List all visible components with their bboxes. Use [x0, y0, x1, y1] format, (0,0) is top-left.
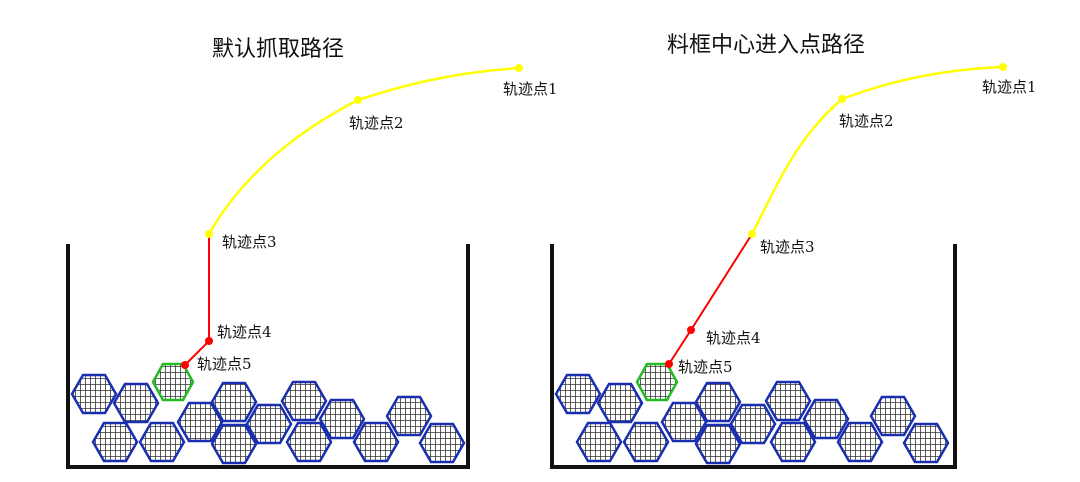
- part: [869, 395, 917, 437]
- part: [418, 422, 466, 464]
- trajectory-point-1: [515, 64, 523, 72]
- trajectory-point-2: [838, 95, 846, 103]
- trajectory-point-1: [999, 63, 1007, 71]
- part: [554, 373, 602, 415]
- trajectory-point-3-label: 轨迹点3: [760, 238, 815, 256]
- trajectory: 轨迹点1 轨迹点2 轨迹点3 轨迹点4 轨迹点5: [181, 64, 558, 373]
- part: [285, 421, 333, 463]
- descent-path: [184, 234, 210, 366]
- bin: [66, 244, 470, 469]
- part: [694, 423, 742, 465]
- trajectory-point-3: [748, 230, 756, 238]
- panel-bin-center-path: 料框中心进入点路径: [550, 33, 1037, 469]
- trajectory-point-1-label: 轨迹点1: [503, 80, 558, 98]
- part: [596, 382, 644, 424]
- part: [575, 421, 623, 463]
- part: [729, 403, 777, 445]
- part: [210, 381, 258, 423]
- trajectory-point-5: [665, 360, 673, 368]
- part: [176, 401, 224, 443]
- part: [660, 401, 708, 443]
- trajectory-point-4-label: 轨迹点4: [706, 329, 761, 347]
- trajectory-point-2-label: 轨迹点2: [839, 112, 894, 130]
- part: [210, 423, 258, 465]
- part: [622, 421, 670, 463]
- part: [836, 421, 884, 463]
- part: [385, 395, 433, 437]
- part: [91, 421, 139, 463]
- part: [318, 398, 366, 440]
- trajectory-point-3-label: 轨迹点3: [222, 233, 277, 251]
- part: [70, 373, 118, 415]
- part: [352, 421, 400, 463]
- panel-title: 默认抓取路径: [212, 37, 344, 62]
- trajectory-point-5: [181, 361, 189, 369]
- trajectory-point-3: [205, 230, 213, 238]
- bin-outline: [66, 244, 470, 469]
- trajectory-point-2: [354, 96, 362, 104]
- trajectory-point-1-label: 轨迹点1: [982, 78, 1037, 96]
- trajectory-point-4: [205, 337, 213, 345]
- parts-group: [554, 362, 950, 465]
- trajectory-point-4-label: 轨迹点4: [217, 323, 272, 341]
- bin: [550, 244, 957, 469]
- panel-default-path: 默认抓取路径: [66, 37, 558, 469]
- approach-path: [750, 65, 1004, 235]
- trajectory-point-5-label: 轨迹点5: [678, 358, 733, 376]
- part: [245, 403, 293, 445]
- panel-title: 料框中心进入点路径: [667, 33, 865, 58]
- part: [138, 421, 186, 463]
- trajectory-point-4: [687, 326, 695, 334]
- target-part: [635, 362, 679, 402]
- part: [902, 422, 950, 464]
- trajectory-point-5-label: 轨迹点5: [197, 355, 252, 373]
- approach-path: [207, 66, 520, 235]
- bin-outline: [550, 244, 957, 469]
- part: [769, 421, 817, 463]
- parts-group: [70, 362, 466, 465]
- part: [802, 398, 850, 440]
- part: [280, 380, 328, 422]
- part: [764, 380, 812, 422]
- trajectory-point-2-label: 轨迹点2: [349, 114, 404, 132]
- part: [112, 382, 160, 424]
- trajectory: 轨迹点1 轨迹点2 轨迹点3 轨迹点4 轨迹点5: [665, 63, 1037, 376]
- part: [694, 381, 742, 423]
- target-part: [151, 362, 195, 402]
